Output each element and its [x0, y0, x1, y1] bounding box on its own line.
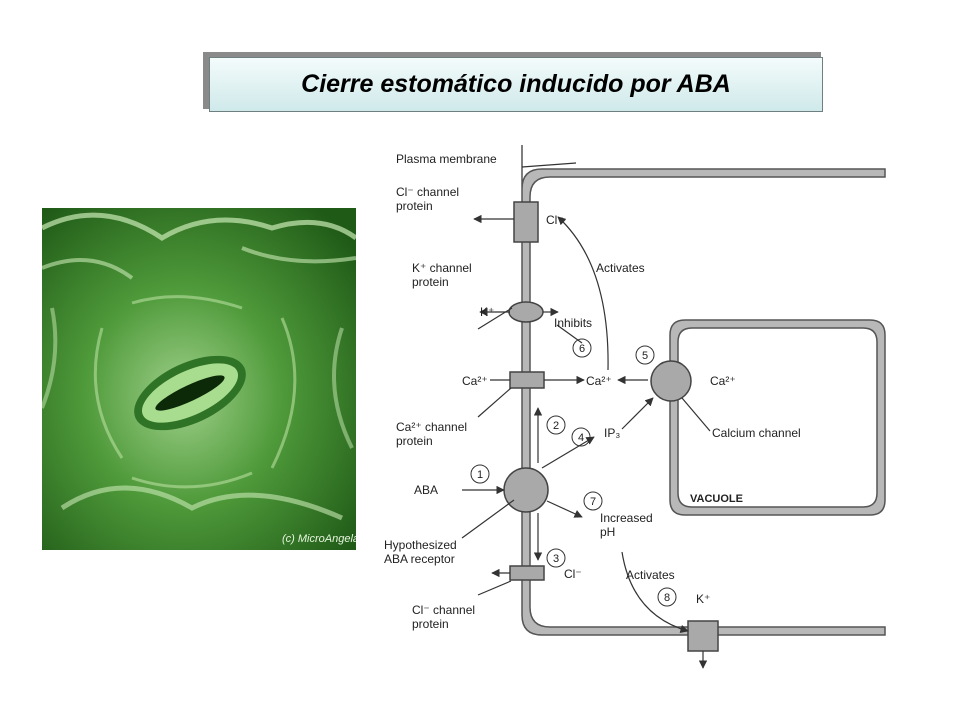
label-ca-right: Ca²⁺ — [710, 374, 736, 388]
step-6: 6 — [579, 343, 585, 355]
step-5: 5 — [642, 350, 648, 362]
k-channel-bottom — [687, 620, 719, 652]
step-2: 2 — [553, 420, 559, 432]
step-4: 4 — [578, 432, 584, 444]
aba-signaling-diagram: 1 2 3 4 5 6 7 8 Plasma membrane Cl⁻ chan… — [384, 145, 886, 669]
step-8: 8 — [664, 592, 670, 604]
label-increased-ph-2: pH — [600, 525, 615, 539]
label-k-plus: K⁺ — [480, 305, 494, 319]
label-plasma-membrane: Plasma membrane — [396, 152, 497, 166]
label-ca-channel-2: protein — [396, 434, 433, 448]
label-activates-1: Activates — [596, 261, 645, 275]
step-1: 1 — [477, 469, 483, 481]
label-cl-channel-bottom-1: Cl⁻ channel — [412, 603, 475, 617]
label-cl-channel-bottom-2: protein — [412, 617, 449, 631]
label-cl-channel-top-1: Cl⁻ channel — [396, 185, 459, 199]
page-title: Cierre estomático inducido por ABA — [301, 70, 731, 98]
label-vacuole: VACUOLE — [690, 493, 743, 505]
vacuole-calcium-channel — [650, 360, 692, 402]
label-k-channel-2: protein — [412, 275, 449, 289]
label-cl-channel-top-2: protein — [396, 199, 433, 213]
label-inhibits: Inhibits — [554, 316, 592, 330]
plasma-membrane — [521, 145, 886, 636]
stomata-micrograph: (c) MicroAngela — [42, 208, 356, 550]
label-k-bottom: K⁺ — [696, 592, 710, 606]
step-7: 7 — [590, 496, 596, 508]
label-cl-bottom: Cl⁻ — [564, 567, 582, 581]
ca-channel — [509, 371, 545, 389]
label-activates-2: Activates — [626, 568, 675, 582]
label-ip3: IP₃ — [604, 426, 620, 440]
label-ca-left: Ca²⁺ — [462, 374, 488, 388]
cl-channel-top — [513, 201, 539, 243]
label-hyp-receptor-1: Hypothesized — [384, 538, 457, 552]
photo-watermark: (c) MicroAngela — [282, 533, 356, 545]
label-hyp-receptor-2: ABA receptor — [384, 552, 455, 566]
label-ca-channel-1: Ca²⁺ channel — [396, 420, 467, 434]
label-k-channel-1: K⁺ channel — [412, 261, 472, 275]
title-box: Cierre estomático inducido por ABA — [209, 57, 823, 112]
cl-channel-bottom — [509, 565, 545, 581]
aba-receptor — [503, 467, 549, 513]
label-increased-ph-1: Increased — [600, 511, 653, 525]
label-aba: ABA — [414, 483, 438, 497]
label-calcium-channel: Calcium channel — [712, 426, 801, 440]
label-cl-top: Cl⁻ — [546, 213, 564, 227]
label-ca-mid: Ca²⁺ — [586, 374, 612, 388]
vacuole-membrane — [669, 319, 886, 516]
step-3: 3 — [553, 553, 559, 565]
k-channel — [508, 301, 544, 323]
